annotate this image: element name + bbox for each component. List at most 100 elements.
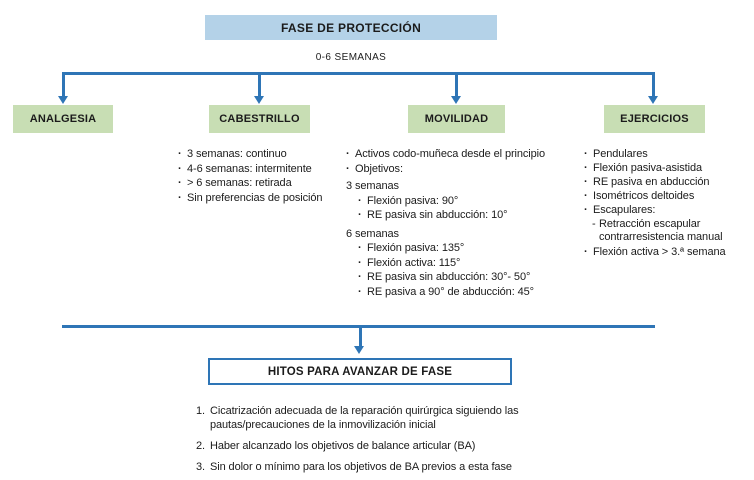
phase-title-box: FASE DE PROTECCIÓN [205,15,497,40]
list-item-text: Flexión pasiva: 135° [367,242,465,254]
branch-label-movilidad: MOVILIDAD [424,113,489,125]
list-item-text: Pendulares [593,148,648,160]
list-item-text: Flexión activa > 3.ª semana [593,246,726,258]
branch-label-ejercicios: EJERCICIOS [620,113,689,125]
milestone-number: 1. [196,405,205,417]
ejercicios-column: · Pendulares · Flexión pasiva-asistida · RE… [584,147,744,259]
list-item-text: 3 semanas: continuo [187,148,287,160]
connector-stem-ejercicios [652,72,655,96]
list-item: · Flexión activa > 3.ª semana [584,245,744,259]
list-item-text: Escapulares: [593,204,656,216]
cabestrillo-list: ·3 semanas: continuo ·4-6 semanas: inter… [178,147,343,205]
list-item-text: Activos codo-muñeca desde el principio [355,148,546,160]
bottom-merge-line [62,325,655,328]
milestone-text: Sin dolor o mínimo para los objetivos de… [210,461,512,473]
bullet-icon: · [178,191,182,204]
bullet-icon: · [346,148,350,160]
list-item: · RE pasiva en abducción [584,175,744,189]
bullet-icon: · [584,176,588,188]
movilidad-week3-heading: 3 semanas [346,180,399,192]
list-item: · Escapulares: [584,203,744,217]
list-item-text: RE pasiva en abducción [593,176,710,188]
arrow-down-icon [254,96,264,104]
list-item: · RE pasiva sin abducción: 30°- 50° [358,270,571,285]
bullet-icon: · [178,177,182,189]
connector-stem-cabestrillo [258,72,261,96]
bullet-icon: · [584,162,588,174]
bullet-icon: · [584,190,588,202]
arrow-down-icon [58,96,68,104]
arrow-down-icon [451,96,461,104]
movilidad-week3-list: · Flexión pasiva: 90° · RE pasiva sin abdu… [358,194,571,223]
bullet-icon: · [358,285,362,298]
milestones-title-box: HITOS PARA AVANZAR DE FASE [208,358,512,385]
list-item: · Objetivos: [346,162,571,177]
milestone-number: 3. [196,461,205,473]
top-branch-line [62,72,655,75]
connector-stem-milestones [359,325,362,346]
bullet-icon: · [584,204,588,216]
arrow-down-icon [354,346,364,354]
list-item: · Flexión pasiva: 90° [358,194,571,209]
list-item: · RE pasiva a 90° de abducción: 45° [358,285,571,300]
bullet-icon: · [358,256,362,269]
milestones-title: HITOS PARA AVANZAR DE FASE [267,365,453,378]
list-item: · Activos codo-muñeca desde el principio [346,147,571,162]
arrow-down-icon [648,96,658,104]
bullet-icon: · [584,148,588,160]
milestone-number: 2. [196,440,205,452]
bullet-icon: · [358,209,362,221]
list-item-text: > 6 semanas: retirada [187,177,292,189]
connector-stem-movilidad [455,72,458,96]
movilidad-week6-list: · Flexión pasiva: 135° · Flexión activa: 1… [358,241,571,299]
bullet-icon: · [358,242,362,254]
list-item-text: Retracción escapular contrarresistencia … [599,218,723,243]
list-item: · Isométricos deltoides [584,189,744,203]
list-item: · RE pasiva sin abducción: 10° [358,208,571,223]
milestones-list: 1. Cicatrización adecuada de la reparaci… [196,404,616,480]
bullet-icon: · [584,246,588,258]
movilidad-week6-heading: 6 semanas [346,227,399,240]
phase-duration-label: 0-6 SEMANAS [315,52,387,63]
list-item-text: Objetivos: [355,162,403,175]
list-item-text: Flexión activa: 115° [367,256,461,269]
branch-box-movilidad: MOVILIDAD [408,105,505,133]
list-item-text: RE pasiva a 90° de abducción: 45° [367,285,534,298]
milestone-text: Cicatrización adecuada de la reparación … [210,405,519,431]
list-item-text: Sin preferencias de posición [187,191,323,204]
list-item: · Flexión activa: 115° [358,256,571,271]
list-item-text: 4-6 semanas: intermitente [187,162,312,175]
bullet-icon: · [346,162,350,175]
list-item-text: Flexión pasiva: 90° [367,194,459,207]
cabestrillo-column: ·3 semanas: continuo ·4-6 semanas: inter… [178,147,343,205]
branch-box-analgesia: ANALGESIA [13,105,113,133]
list-item: · Flexión pasiva: 135° [358,241,571,256]
branch-box-ejercicios: EJERCICIOS [604,105,705,133]
branch-box-cabestrillo: CABESTRILLO [209,105,310,133]
dash-icon: - [592,218,596,230]
connector-stem-analgesia [62,72,65,96]
list-item-text: Isométricos deltoides [593,190,695,202]
milestone-item: 3. Sin dolor o mínimo para los objetivos… [196,460,616,474]
list-item: · 4-6 semanas: intermitente [178,162,343,177]
bullet-icon: · [358,271,362,283]
list-item: · Pendulares [584,147,744,161]
list-subitem: -Retracción escapular contrarresistencia… [592,218,744,244]
bullet-icon: · [358,194,362,207]
bullet-icon: · [178,162,182,175]
list-item-text: RE pasiva sin abducción: 10° [367,209,508,221]
branch-label-analgesia: ANALGESIA [29,113,97,125]
list-item-text: Flexión pasiva-asistida [593,162,702,174]
movilidad-list: ·Activos codo-muñeca desde el principio … [346,147,571,176]
ejercicios-list: · Pendulares · Flexión pasiva-asistida · RE… [584,147,744,259]
milestone-text: Haber alcanzado los objetivos de balance… [210,440,476,452]
list-item-text: RE pasiva sin abducción: 30°- 50° [367,271,531,283]
branch-label-cabestrillo: CABESTRILLO [219,113,300,125]
phase-title: FASE DE PROTECCIÓN [280,20,422,35]
movilidad-column: ·Activos codo-muñeca desde el principio … [346,147,571,299]
list-item: ·3 semanas: continuo [178,147,343,162]
list-item: · > 6 semanas: retirada [178,176,343,191]
list-item: · Flexión pasiva-asistida [584,161,744,175]
milestone-item: 2. Haber alcanzado los objetivos de bala… [196,439,616,453]
